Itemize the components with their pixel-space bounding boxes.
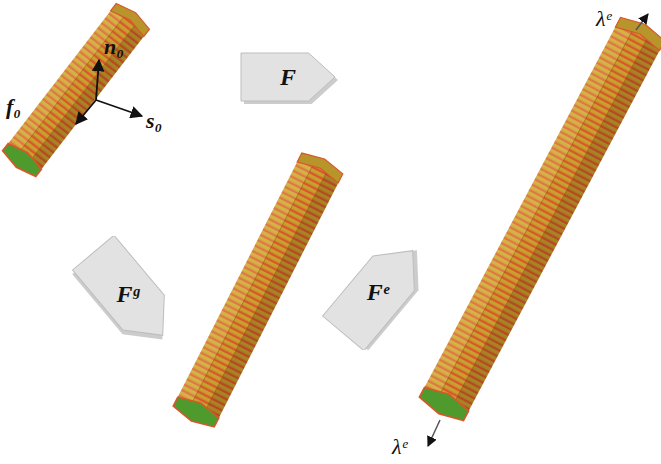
vector-label: n₀	[104, 36, 124, 58]
stretch-arrow	[636, 14, 648, 30]
transform-label: Fᵍ	[117, 281, 140, 308]
stretch-label: λᵉ	[596, 8, 611, 30]
hexagonal-rod	[171, 149, 345, 432]
f0-vector	[76, 100, 96, 124]
n0-vector	[96, 60, 99, 100]
hexagonal-rod	[417, 13, 661, 426]
stretch-arrows	[428, 14, 648, 446]
stretch-arrow	[428, 420, 440, 446]
s0-vector	[96, 100, 142, 116]
basis-vectors	[76, 60, 142, 124]
block-arrow: Fᵉ	[320, 234, 436, 350]
block-arrow: F	[238, 50, 338, 104]
vector-label: s₀	[146, 110, 162, 132]
hexagonal-rod	[0, 0, 152, 180]
transform-label: Fᵉ	[367, 279, 390, 306]
stretch-label: λᵉ	[392, 436, 407, 458]
transform-label: F	[280, 64, 296, 91]
vector-label: f₀	[6, 96, 21, 118]
block-arrow: Fᵍ	[70, 236, 186, 352]
